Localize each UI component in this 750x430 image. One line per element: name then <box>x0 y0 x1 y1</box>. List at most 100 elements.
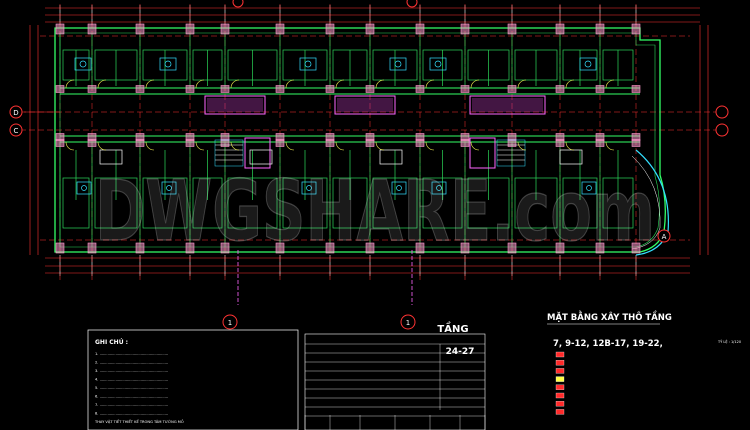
door-swing <box>425 141 435 151</box>
column <box>365 85 375 93</box>
door-swing <box>425 79 435 89</box>
door-swing <box>335 141 345 151</box>
note-line: 5. .....................................… <box>95 386 168 390</box>
drawing-title: MẶT BẰNG XÂY THÔ TẦNG <box>547 310 672 323</box>
column <box>135 85 145 93</box>
room-box <box>514 177 558 229</box>
fixture-box <box>379 149 403 165</box>
door-swing <box>97 79 107 89</box>
room-box <box>227 177 278 229</box>
column <box>87 139 97 147</box>
fixture-basin <box>584 60 592 68</box>
section-label-2: 1 <box>406 319 410 327</box>
legend-swatch <box>555 376 565 382</box>
note-line: 4. .....................................… <box>95 378 168 382</box>
column <box>220 23 230 35</box>
column <box>631 139 641 147</box>
room-box <box>282 177 328 229</box>
fixture-box <box>299 57 317 71</box>
column <box>595 85 605 93</box>
column <box>55 23 65 35</box>
legend <box>555 351 565 415</box>
fixture-box <box>99 149 123 165</box>
column <box>595 139 605 147</box>
column <box>631 23 641 35</box>
room-partitions <box>59 33 634 247</box>
grid-label-c: C <box>14 127 19 135</box>
column <box>415 242 425 254</box>
column <box>507 139 517 147</box>
note-line: 6. .....................................… <box>95 395 168 399</box>
note-line: 7. .....................................… <box>95 403 168 407</box>
door-swing <box>375 79 385 89</box>
door-swing <box>97 141 107 151</box>
floor-range-value: 24-27 <box>446 347 475 357</box>
column <box>325 242 335 254</box>
fixture-box <box>161 181 177 195</box>
legend-swatch <box>555 409 565 415</box>
notes-heading: GHI CHÚ : <box>95 339 128 346</box>
column <box>631 85 641 93</box>
room-box <box>142 177 188 229</box>
fixture-box <box>76 181 92 195</box>
column <box>415 139 425 147</box>
floor-table-heading: TẦNG <box>437 321 468 335</box>
fixture-basin <box>81 185 87 191</box>
elevator-cores <box>204 95 546 169</box>
column <box>185 139 195 147</box>
corridor-lines <box>60 87 640 143</box>
column <box>185 242 195 254</box>
fixture-basin <box>166 185 172 191</box>
column <box>365 242 375 254</box>
column <box>460 85 470 93</box>
column <box>185 23 195 35</box>
room-box <box>227 49 278 81</box>
floor-schedule-table: TẦNG 24-27 <box>304 321 486 430</box>
door-swing <box>230 141 240 151</box>
fixture-box <box>429 57 447 71</box>
column <box>220 242 230 254</box>
room-box <box>422 177 463 229</box>
fixture-box <box>579 57 597 71</box>
door-swing <box>605 79 615 89</box>
side-dimension-lines <box>29 25 709 255</box>
room-box <box>282 49 328 81</box>
fixture-basin <box>436 185 442 191</box>
door-swing <box>517 79 527 89</box>
door-swing <box>470 141 480 151</box>
room-box <box>62 177 90 229</box>
fixture-box <box>74 57 92 71</box>
column <box>185 85 195 93</box>
fixture-basin <box>306 185 312 191</box>
table-rows <box>304 343 486 430</box>
fixture-basin <box>304 60 312 68</box>
room-box <box>372 177 418 229</box>
fixture-box <box>431 181 447 195</box>
column <box>555 242 565 254</box>
column <box>87 23 97 35</box>
column <box>55 242 65 254</box>
column <box>365 139 375 147</box>
column <box>415 85 425 93</box>
legend-swatch <box>555 351 565 358</box>
note-line: 2. .....................................… <box>95 361 168 365</box>
door-swing <box>517 141 527 151</box>
column <box>555 85 565 93</box>
watermark: DWGSHARE.com <box>95 162 655 260</box>
room-box <box>332 177 368 229</box>
column <box>55 85 65 93</box>
room-box <box>467 49 510 81</box>
door-swing <box>285 141 295 151</box>
section-label-1: 1 <box>228 319 232 327</box>
column <box>365 23 375 35</box>
top-dimension-lines <box>45 7 700 23</box>
bottom-dimension-lines <box>45 257 690 274</box>
legend-swatch <box>555 392 565 399</box>
note-line: 8. .....................................… <box>95 412 168 416</box>
legend-swatch <box>555 368 565 374</box>
note-line: 1. .....................................… <box>95 352 168 356</box>
door-swing <box>145 79 155 89</box>
column <box>415 23 425 35</box>
door-swing <box>195 141 205 151</box>
